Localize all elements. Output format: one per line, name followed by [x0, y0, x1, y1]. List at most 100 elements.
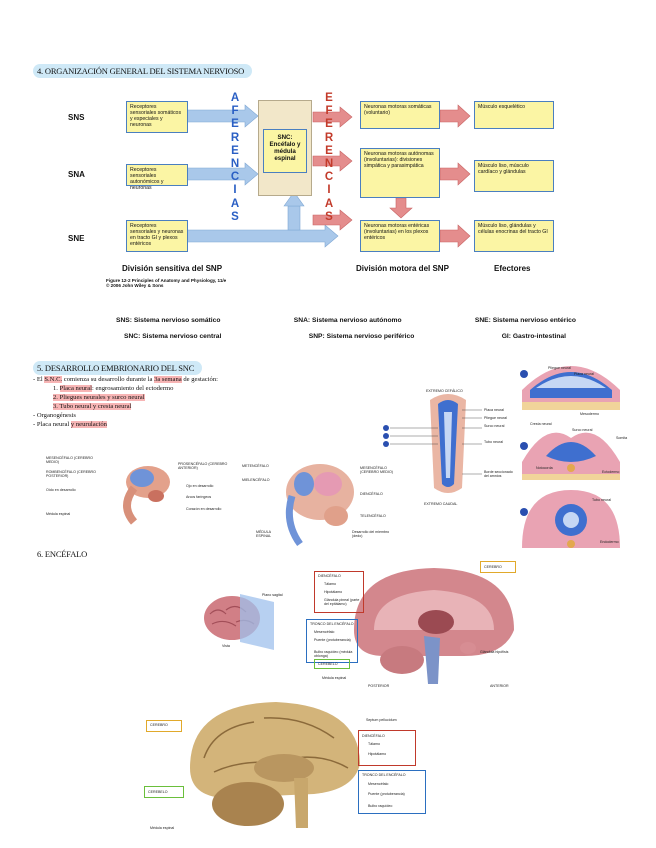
small-brain-label: Vista [222, 644, 230, 648]
brain-photo-illustration [190, 702, 360, 828]
embryo2-label: DIENCÉFALO [360, 492, 383, 496]
embryo2-label: MIELENCÉFALO [242, 478, 270, 482]
brainstem-frame [306, 619, 358, 663]
embryo-label: Ojo en desarrollo [186, 484, 214, 488]
note-placa: - Placa neural y neurulación [33, 421, 107, 428]
tube-label: Placa neural [484, 408, 504, 412]
embryo-label: Oído en desarrollo [46, 488, 76, 492]
photo-label: Septum pellucidum [366, 718, 397, 722]
section-5-title: 5. DESARROLLO EMBRIONARIO DEL SNC [33, 361, 203, 375]
brain-sagittal-plane-illustration [204, 594, 274, 650]
note-line-1: - El S.N.C. comienza su desarrollo duran… [33, 376, 218, 383]
embryo2-label: MÉDULA ESPINAL [256, 530, 272, 538]
section-6-title: 6. ENCÉFALO [37, 549, 88, 559]
photo-label: CEREBRO [150, 723, 168, 727]
photo-label: Puente (protuberancia) [368, 792, 405, 796]
photo-label: Bulbo raquídeo [368, 804, 393, 808]
note-organogenesis: - Organogénesis [33, 412, 76, 419]
effector-box-gi: Músculo liso, glándulas y células enocri… [474, 220, 554, 252]
note-item-3: 3. Tubo neural y cresta neural [53, 403, 132, 410]
tube-label: Pliegue neural [484, 416, 507, 420]
photo-label: Mesencéfalo [368, 782, 389, 786]
embryo-label: Médula espinal [46, 512, 71, 516]
neural-tube-dorsal-view [383, 394, 482, 493]
figure-caption: Figure 12-2 Principles of Anatomy and Ph… [106, 278, 227, 288]
row-label-sne: SNE [68, 234, 85, 243]
sagittal-label: Puente (protuberancia) [314, 638, 351, 642]
legend-item: SNA: Sistema nervioso autónomo [293, 317, 402, 324]
legend-row-2: SNC: Sistema nervioso central SNP: Siste… [116, 333, 576, 340]
brain-sagittal-illustration [354, 568, 514, 684]
sagittal-label: POSTERIOR [368, 684, 390, 688]
effector-box-smooth-cardiac: Músculo liso, músculo cardíaco y glándul… [474, 160, 554, 192]
note-item-1: 1. Placa neural: engrosamiento del ectod… [53, 385, 174, 392]
cross-label: Cresta neural [530, 422, 552, 426]
sagittal-label: CEREBELO [318, 662, 338, 666]
cross-label: Tubo neural [592, 498, 612, 502]
cerebrum-frame [480, 561, 516, 573]
sagittal-label: Glándula pineal (parte del epitálamo) [324, 598, 360, 606]
sagittal-label: TRONCO DEL ENCÉFALO [310, 622, 354, 626]
motor-box-enteric: Neuronas motoras entéricas (involuntaria… [360, 220, 440, 252]
photo-brainstem-frame [358, 770, 426, 814]
nervous-system-diagram: SNS SNA SNE Receptores sensoriales somát… [60, 88, 580, 298]
embryo-label: Corazón en desarrollo [186, 507, 222, 511]
photo-label: DIENCÉFALO [362, 734, 385, 738]
tube-label: Borde seccionado del amnios [484, 470, 513, 478]
photo-label: CEREBELO [148, 790, 168, 794]
sagittal-label: Médula espinal [322, 676, 347, 680]
cerebellum-frame [314, 659, 350, 669]
embryo-label: MESENCÉFALO (CEREBRO MEDIO) [46, 456, 93, 464]
photo-label: Médula espinal [150, 826, 175, 830]
legend-item: SNS: Sistema nervioso somático [116, 317, 221, 324]
cns-box: SNC: Encéfalo y médula espinal [263, 129, 307, 173]
sagittal-label: CEREBRO [484, 565, 502, 569]
photo-label: Hipotálamo [368, 752, 387, 756]
embryo-late-illustration [285, 464, 354, 547]
legend-item: SNC: Sistema nervioso central [124, 333, 222, 340]
tube-label: EXTREMO CAUDAL [424, 502, 458, 506]
sagittal-label: Bulbo raquídeo (médula oblonga) [314, 650, 353, 658]
tube-label: Surco neural [484, 424, 505, 428]
footer-sensory-division: División sensitiva del SNP [122, 264, 223, 273]
diencephalon-frame [314, 571, 364, 613]
legend-item: SNP: Sistema nervioso periférico [308, 333, 415, 340]
photo-label: TRONCO DEL ENCÉFALO [362, 773, 406, 777]
section-5-notes: - El S.N.C. comienza su desarrollo duran… [33, 375, 373, 429]
sensory-box-sns: Receptores sensoriales somáticos y espec… [126, 101, 188, 133]
embryo-label: PROSENCÉFALO (CEREBRO ANTERIOR) [178, 462, 228, 470]
embryo-early-illustration [123, 466, 170, 525]
section-4-title: 4. ORGANIZACIÓN GENERAL DEL SISTEMA NERV… [33, 64, 253, 78]
sagittal-label: Hipotálamo [324, 590, 343, 594]
legend-item: SNE: Sistema nervioso entérico [474, 317, 576, 324]
abbreviation-legend: SNS: Sistema nervioso somático SNA: Sist… [116, 317, 576, 340]
cross-label: Placa neural [574, 372, 594, 376]
row-label-sns: SNS [68, 113, 85, 122]
embryo2-label: MESENCÉFALO (CEREBRO MEDIO) [360, 466, 393, 474]
photo-cerebrum-frame [146, 720, 182, 732]
small-brain-label: Plano sagital [262, 593, 283, 597]
effector-box-skeletal: Músculo esquelético [474, 101, 554, 129]
motor-box-somatic: Neuronas motoras somáticas (voluntario) [360, 101, 440, 129]
photo-cerebellum-frame [144, 786, 184, 798]
sagittal-label: DIENCÉFALO [318, 574, 341, 578]
cross-label: Notocorda [536, 466, 553, 470]
note-item-2: 2. Pliegues neurales y surco neural [53, 394, 145, 401]
tube-label: Tubo neural [484, 440, 504, 444]
cns-panel: SNC: Encéfalo y médula espinal [258, 100, 312, 196]
sensory-box-sne: Receptores sensoriales y neuronas en tra… [126, 220, 188, 252]
embryo-label: ROMBENCÉFALO (CEREBRO POSTERIOR) [46, 470, 96, 478]
cross-label: Ectodermo [602, 470, 620, 474]
sagittal-label: Mesencéfalo [314, 630, 335, 634]
row-label-sna: SNA [68, 170, 85, 179]
sagittal-label: Tálamo [324, 582, 336, 586]
footer-effectors: Efectores [494, 264, 531, 273]
sagittal-label: ANTERIOR [490, 684, 509, 688]
embryo2-label: Desarrollo del miembro (dedo) [352, 530, 390, 538]
neural-tube-cross-sections [520, 366, 620, 548]
embryo-label: Arcos faríngeos [186, 495, 212, 499]
photo-label: Tálamo [368, 742, 380, 746]
sensory-arrows [185, 104, 471, 248]
legend-row-1: SNS: Sistema nervioso somático SNA: Sist… [116, 317, 576, 324]
